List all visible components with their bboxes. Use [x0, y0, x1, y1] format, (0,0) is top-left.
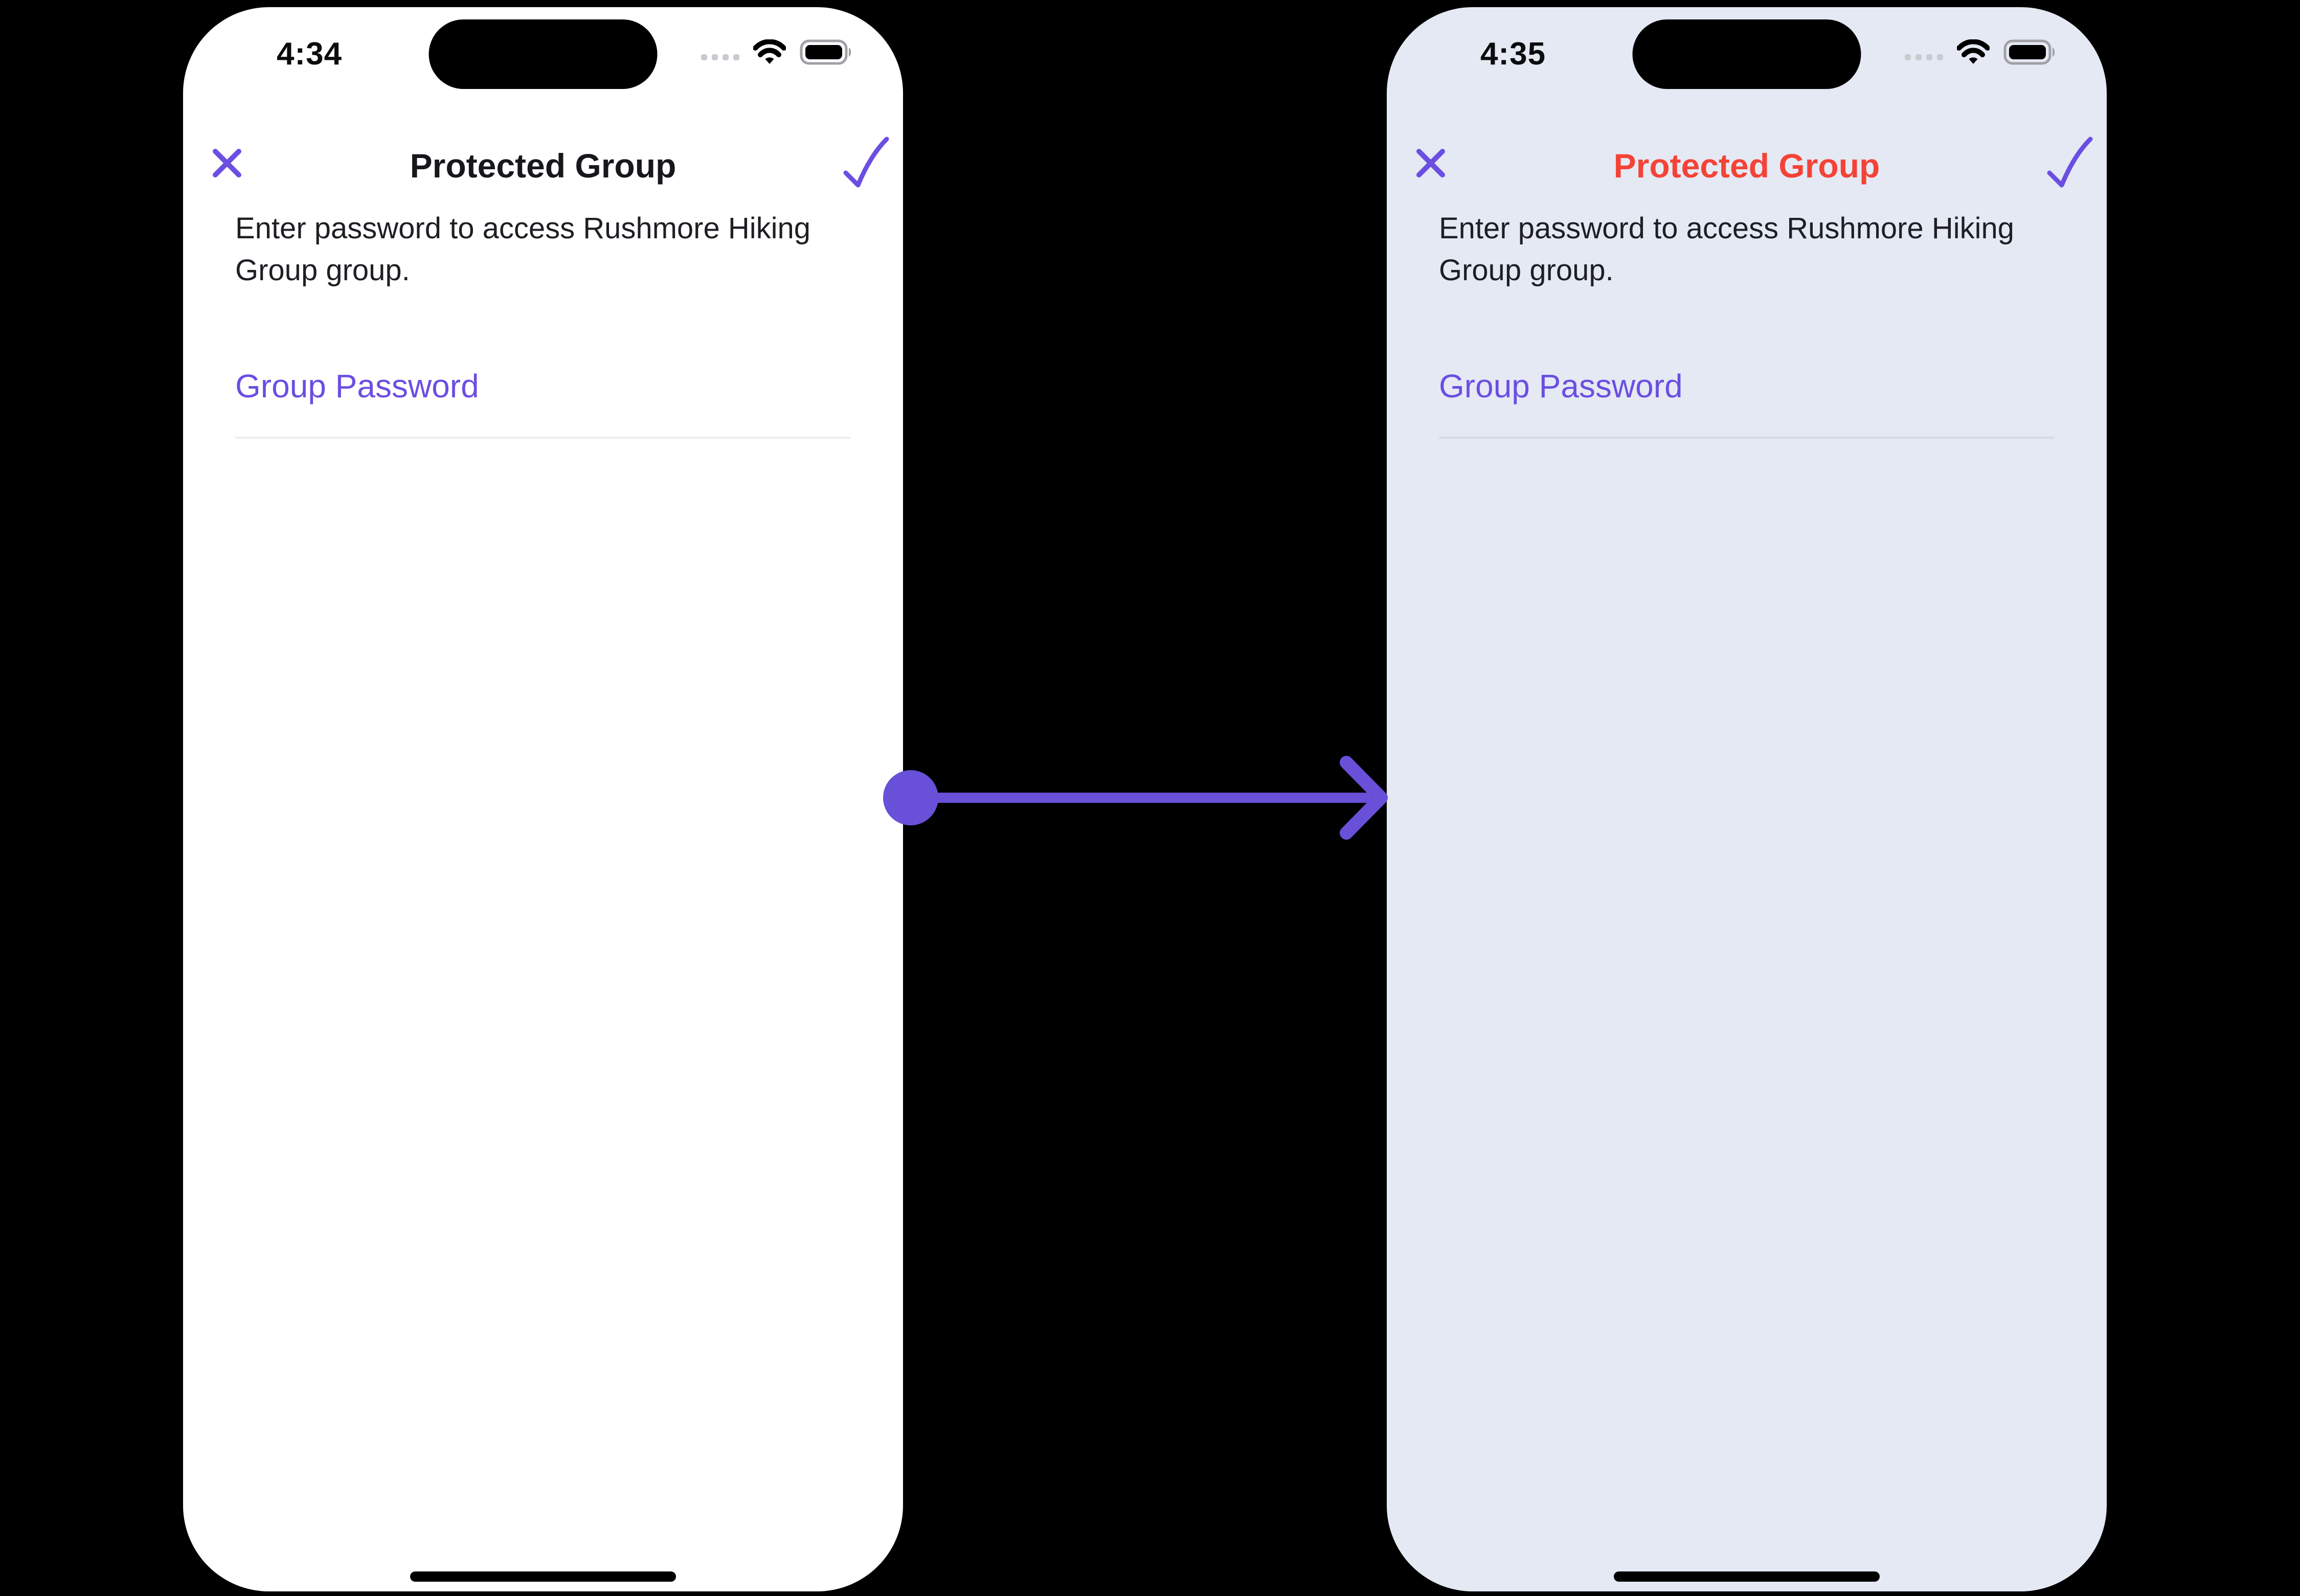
password-input[interactable] [235, 437, 851, 439]
status-icons [701, 38, 853, 68]
home-indicator[interactable] [1614, 1571, 1880, 1582]
confirm-check-icon[interactable] [2046, 136, 2093, 191]
description-text: Enter password to access Rushmore Hiking… [235, 212, 811, 287]
phone-mockup-right: 4:35 [1387, 7, 2107, 1591]
description-text: Enter password to access Rushmore Hiking… [1439, 212, 2015, 287]
battery-icon [800, 39, 853, 68]
page-title: Protected Group [410, 147, 677, 185]
close-icon[interactable] [1415, 147, 1446, 182]
cellular-signal-icon [1905, 54, 1943, 60]
wifi-icon [753, 38, 786, 68]
dynamic-island [1632, 19, 1861, 89]
password-field-label: Group Password [1439, 368, 1683, 404]
wifi-icon [1956, 38, 1990, 68]
status-time: 4:34 [276, 36, 343, 72]
confirm-check-icon[interactable] [843, 136, 890, 191]
home-indicator[interactable] [410, 1571, 676, 1582]
password-input[interactable] [1439, 437, 2055, 439]
cellular-signal-icon [701, 54, 739, 60]
page-title: Protected Group [1613, 147, 1880, 185]
phone-mockup-left: 4:34 [183, 7, 903, 1591]
password-field-label: Group Password [235, 368, 479, 404]
close-icon[interactable] [212, 147, 242, 182]
status-icons [1905, 38, 2057, 68]
dynamic-island [429, 19, 658, 89]
battery-icon [2003, 39, 2057, 68]
status-time: 4:35 [1480, 36, 1546, 72]
